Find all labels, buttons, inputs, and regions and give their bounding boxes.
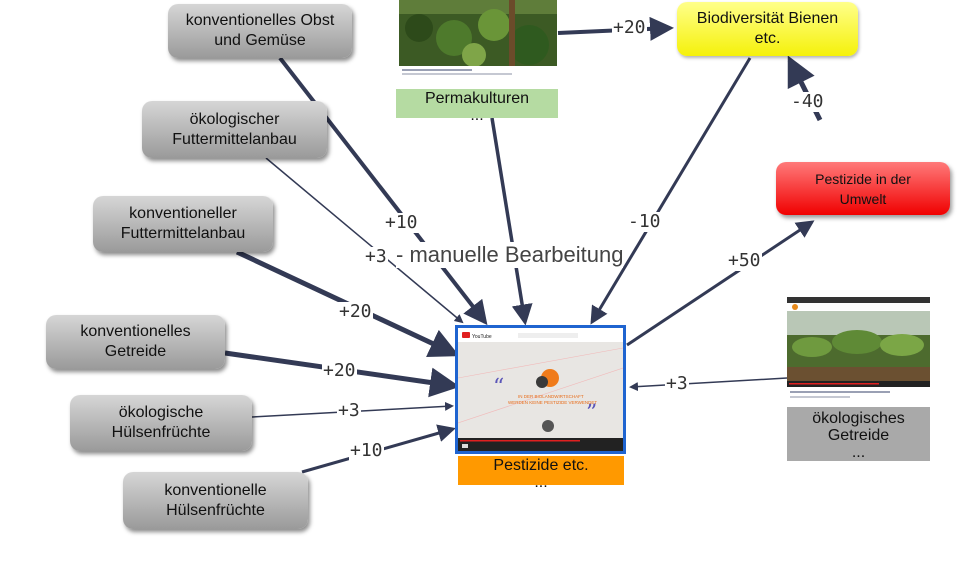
edge-oeko-futter [265,157,464,324]
node-konv-getreide[interactable]: konventionelles Getreide [46,315,225,369]
svg-text:”: ” [586,401,597,426]
edge-biodiv-pestizide [590,57,752,325]
caption-permakulturen: Permakulturen ... [396,89,558,124]
edge-label-umwelt-biodiv: -40 [790,91,825,112]
node-konv-obst-gemuese[interactable]: konventionelles Obst und Gemüse [168,4,352,58]
permakultur-photo[interactable] [399,0,557,78]
player-title: YouTube [472,334,492,340]
edge-label-oeko-getreide: +3 [665,373,689,394]
edge-label-oeko-huelsen: +3 [337,400,361,421]
edge-oeko-getreide [629,377,788,392]
svg-text:“: “ [493,375,504,400]
oeko-getreide-video[interactable] [787,297,930,407]
video-frame: YouTube “ ” IN DER BIOLANDWIRTSCHAFT WER… [458,328,623,451]
caption-pestizide: Pestizide etc. ... [458,456,624,491]
edge-label-konv-futter: +20 [338,301,373,322]
node-biodiversitaet[interactable]: Biodiversität Bienen etc. [677,2,858,56]
node-oeko-huelsenfruechte[interactable]: ökologische Hülsenfrüchte [70,395,252,451]
quote-line-2: WERDEN KEINE PESTIZIDE VERWENDET [508,400,597,405]
edge-label-obst: +10 [384,212,419,233]
edge-label-pestizide-umwelt: +50 [727,250,762,271]
quote-line-1: IN DER BIOLANDWIRTSCHAFT [518,394,584,399]
node-oeko-futtermittel[interactable]: ökologischer Futtermittelanbau [142,101,327,158]
edge-label-oeko-futter: +3 [364,246,388,267]
edge-label-biodiv-pestizide: -10 [627,211,662,232]
node-pestizide-umwelt[interactable]: Pestizide in der Umwelt [776,162,950,215]
edge-permakultur [490,117,533,326]
field-image [787,297,930,407]
garden-image [399,0,557,78]
caption-oeko-getreide: ökologisches Getreide ... [787,407,930,461]
pestizide-video[interactable]: YouTube “ ” IN DER BIOLANDWIRTSCHAFT WER… [455,325,626,454]
edge-label-konv-huelsen: +10 [349,440,384,461]
edge-label-konv-getreide: +20 [322,360,357,381]
node-konv-huelsenfruechte[interactable]: konventionelle Hülsenfrüchte [123,472,308,529]
annotation-manuelle-bearbeitung: - manuelle Bearbeitung [396,242,624,268]
node-konv-futtermittel[interactable]: konventioneller Futtermittelanbau [93,196,273,252]
edge-pestizide-umwelt [626,220,815,347]
edge-label-permakultur-biodiv: +20 [612,17,647,38]
